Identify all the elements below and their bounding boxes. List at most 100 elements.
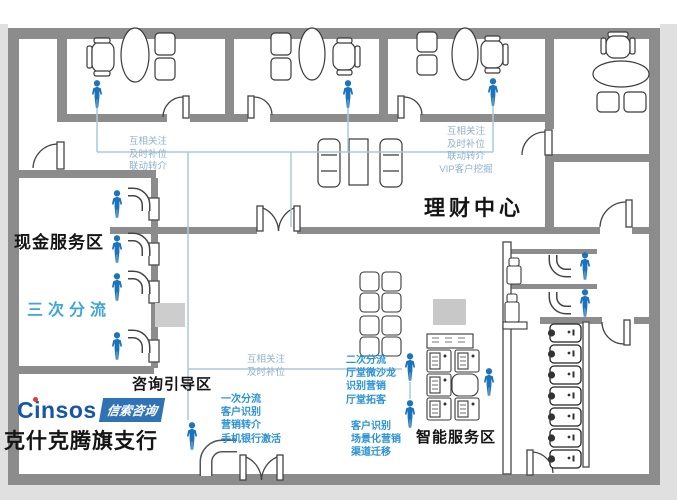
- walls: [8, 28, 660, 485]
- person-icon: [111, 332, 123, 360]
- smart-partition: [502, 241, 512, 475]
- side-counter-screen: [548, 255, 571, 278]
- zone-label-wealth-center: 理财中心: [424, 197, 524, 220]
- counter-separator-1: [511, 249, 597, 254]
- note-mutual-support-mid: 互相关注 及时补位: [246, 354, 285, 378]
- guest-chair: [416, 54, 438, 76]
- rooms-bottom-wall-b: [190, 114, 248, 122]
- guest-chair: [416, 31, 438, 53]
- person-icon: [186, 422, 198, 450]
- person-icon: [483, 368, 495, 396]
- office-room-3-furniture: [416, 27, 509, 81]
- atm-machine: [547, 365, 582, 385]
- mid-wall-a: [110, 227, 257, 234]
- guest-chair: [154, 57, 176, 81]
- meeting-table: [298, 27, 326, 81]
- office-chair: [91, 41, 115, 73]
- coffee-table: [348, 138, 369, 186]
- meeting-table: [592, 60, 650, 88]
- person-icon: [111, 190, 123, 218]
- cash-pass-box: [155, 303, 185, 327]
- wall-mounted-device: [502, 293, 528, 330]
- rooms-bottom-wall-a: [57, 114, 167, 122]
- logo-dot-icon: [33, 397, 38, 402]
- outside-area: [0, 24, 677, 500]
- zone-label-third-diversion: 三次分流: [27, 302, 112, 319]
- note-mutual-support-right: 互相关注 及时补位 联动转介 VIP客户挖掘: [439, 126, 493, 175]
- lobby-sofa-set: [317, 138, 403, 188]
- office-room-1-furniture: [86, 27, 176, 83]
- smart-machines: [426, 257, 528, 421]
- person-icon: [487, 78, 499, 106]
- guest-chair: [154, 32, 176, 56]
- counter-separator-2: [511, 284, 597, 289]
- cash-room-top-wall: [8, 170, 156, 178]
- smart-area-wall-a: [540, 317, 602, 324]
- door-smart-bottom: [526, 449, 554, 476]
- mid-wall-b: [297, 227, 600, 234]
- office-room-2-furniture: [270, 27, 361, 81]
- outer-wall-right: [649, 28, 660, 485]
- meeting-table: [120, 27, 150, 83]
- sofa: [317, 138, 341, 188]
- atm-machine: [547, 323, 582, 343]
- person-icon: [91, 80, 103, 108]
- vip-room-bottom-wall: [545, 154, 650, 162]
- logo-text: Cinsos: [17, 397, 97, 423]
- person-icon: [111, 273, 123, 301]
- guest-chair: [623, 91, 647, 113]
- room-divider-3-upper: [545, 39, 554, 129]
- note-mutual-support-left: 互相关注 及时补位 联动转介: [128, 136, 167, 173]
- branch-name: 克什克腾旗支行: [4, 430, 158, 453]
- room-divider-3-lower: [545, 158, 554, 230]
- self-service-machine: [426, 397, 452, 421]
- outer-wall-left: [8, 28, 19, 485]
- entrance-double-door: [239, 454, 284, 481]
- teller-partition: [151, 178, 158, 368]
- vip-room-furniture: [592, 31, 650, 113]
- room-divider-2: [379, 39, 388, 117]
- zone-label-cash-service: 现金服务区: [14, 233, 104, 252]
- note-second-diversion: 二次分流 厅堂微沙龙 识别营销 厅堂拓客: [346, 355, 396, 406]
- zone-label-consult-guide: 咨询引导区: [132, 376, 213, 393]
- equipment-box: [433, 299, 466, 325]
- atm-machine: [547, 428, 582, 448]
- consult-counter: [199, 439, 237, 476]
- teller-screen: [128, 232, 151, 256]
- door-vip-room: [521, 129, 553, 156]
- self-service-machine: [426, 349, 452, 373]
- teller-screen: [128, 187, 151, 211]
- rooms-bottom-wall-d: [420, 114, 545, 122]
- person-icon: [579, 289, 591, 317]
- office-chair: [480, 39, 504, 69]
- lobby-double-door: [256, 205, 301, 232]
- guest-chair: [270, 32, 292, 56]
- waiting-chairs: [359, 271, 402, 357]
- machine-sign-bar: [426, 333, 474, 349]
- teller-screens: [128, 187, 571, 476]
- room-divider-1: [225, 39, 234, 117]
- sofa: [379, 138, 403, 188]
- door-room2: [247, 95, 273, 119]
- atm-machine: [547, 386, 582, 406]
- teller-screen: [128, 270, 151, 294]
- door-right-room: [599, 199, 633, 228]
- teller-screen: [128, 329, 151, 353]
- self-service-machine: [426, 373, 452, 397]
- atm-machine: [547, 449, 582, 469]
- atm-machine: [547, 407, 582, 427]
- person-icon: [579, 252, 591, 280]
- wall-mounted-device: [506, 257, 522, 285]
- glass-partitions: [148, 197, 590, 475]
- office-chair: [332, 41, 356, 71]
- connector-lines: [96, 105, 494, 420]
- meeting-table: [451, 27, 479, 81]
- office-chair: [605, 35, 631, 59]
- machine-gap-panel: [451, 373, 479, 397]
- logo-badge: 信索咨询: [98, 398, 165, 422]
- doors: [32, 95, 633, 481]
- self-service-machine: [454, 397, 480, 421]
